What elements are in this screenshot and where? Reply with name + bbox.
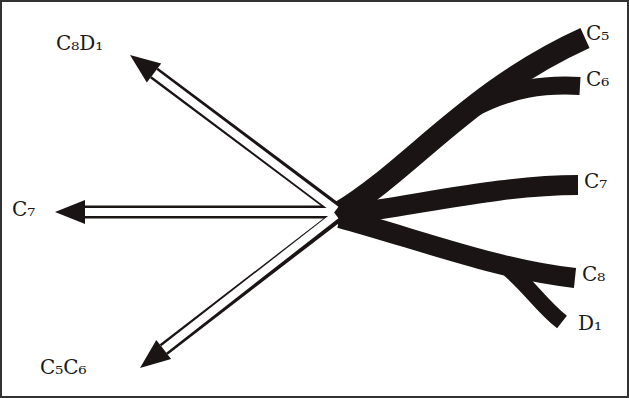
root-label: C₆ [586,68,609,90]
root-label: C₈ [582,263,605,285]
root-label: C₇ [12,198,35,220]
root-label: D₁ [578,312,602,334]
nerve-branches [334,38,585,322]
root-label: C₈D₁ [56,32,103,54]
root-label: C₅ [586,22,609,44]
direction-arrows [55,55,340,368]
root-label: C₅C₆ [40,356,87,378]
root-label: C₇ [584,170,607,192]
